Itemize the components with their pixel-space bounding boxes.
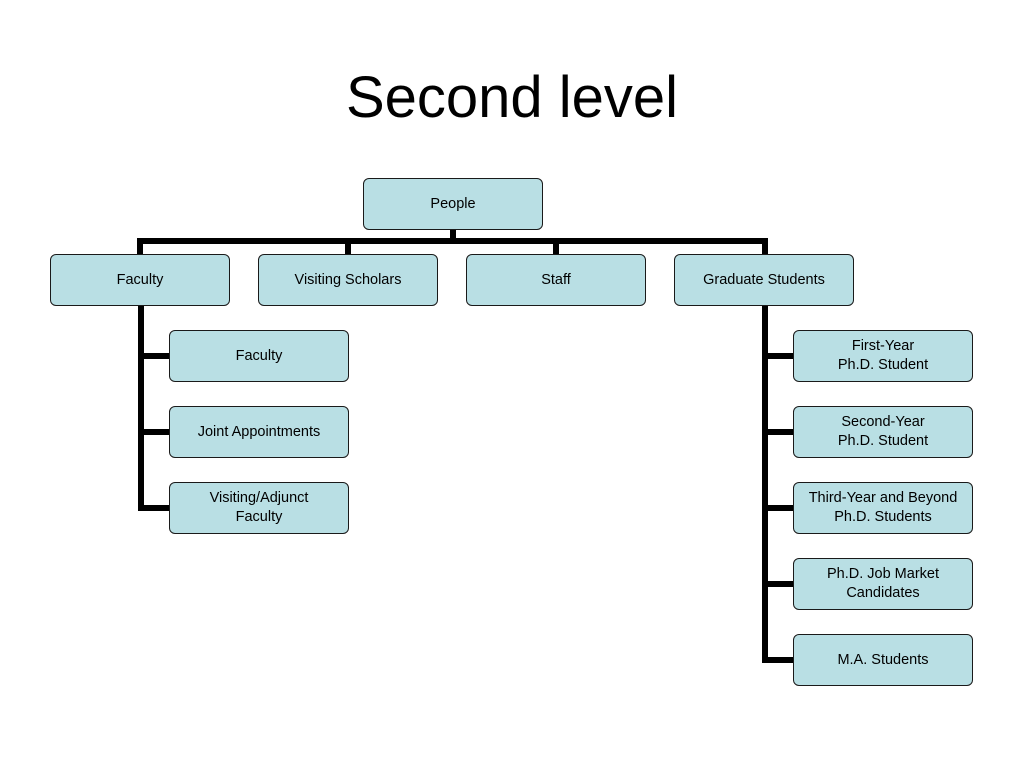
node-visiting-adjunct-faculty: Visiting/Adjunct Faculty [169, 482, 349, 534]
node-phd-job-market-candidates: Ph.D. Job Market Candidates [793, 558, 973, 610]
node-faculty: Faculty [50, 254, 230, 306]
node-third-year-and-beyond-phd: Third-Year and Beyond Ph.D. Students [793, 482, 973, 534]
node-joint-appointments: Joint Appointments [169, 406, 349, 458]
node-second-year-phd: Second-Year Ph.D. Student [793, 406, 973, 458]
node-first-year-phd: First-Year Ph.D. Student [793, 330, 973, 382]
node-people: People [363, 178, 543, 230]
node-graduate-students: Graduate Students [674, 254, 854, 306]
node-faculty-sub: Faculty [169, 330, 349, 382]
node-staff: Staff [466, 254, 646, 306]
node-ma-students: M.A. Students [793, 634, 973, 686]
slide-title: Second level [345, 65, 679, 130]
node-visiting-scholars: Visiting Scholars [258, 254, 438, 306]
